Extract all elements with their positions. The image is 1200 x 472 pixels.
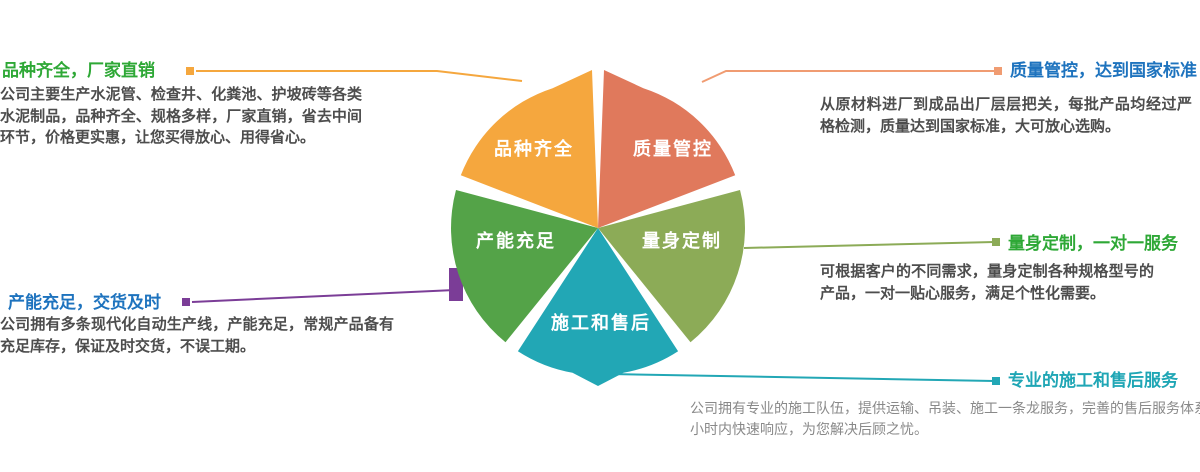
endpoint-top-right	[994, 67, 1002, 75]
petal-quality	[598, 70, 736, 228]
callout-title-top-right: 质量管控，达到国家标准	[1010, 61, 1197, 80]
petal-variety	[460, 70, 598, 228]
connector-left	[191, 289, 456, 303]
callout-body-right: 可根据客户的不同需求，量身定制各种规格型号的产品，一对一贴心服务，满足个性化需要…	[820, 263, 1154, 302]
callout-title-top-left: 品种齐全，厂家直销	[2, 61, 155, 80]
callout-title-right: 量身定制，一对一服务	[1008, 234, 1178, 253]
petal-label-capacity: 产能充足	[476, 230, 556, 251]
callout-title-bottom-right: 专业的施工和售后服务	[1008, 371, 1178, 390]
petal-label-service: 施工和售后	[551, 312, 651, 333]
connector-top-right	[701, 70, 996, 83]
connector-bottom-right	[609, 373, 995, 382]
petal-capacity	[451, 190, 598, 343]
footer-note-line1: 公司拥有专业的施工队伍，提供运输、吊装、施工一条龙服务，完善的售后服务体系，24	[690, 400, 1200, 416]
callout-body-top-left: 公司主要生产水泥管、检查井、化粪池、护坡砖等各类水泥制品，品种齐全、规格多样，厂…	[0, 86, 362, 146]
petal-service	[517, 228, 679, 386]
connector-top-left	[196, 70, 523, 82]
callout-body-left: 公司拥有多条现代化自动生产线，产能充足，常规产品备有充足库存，保证及时交货，不误…	[0, 316, 394, 355]
petal-label-quality: 质量管控	[633, 138, 713, 159]
endpoint-bottom-right	[992, 377, 1000, 385]
callout-body-top-right: 从原材料进厂到成品出厂层层把关，每批产品均经过严格检测，质量达到国家标准，大可放…	[820, 96, 1192, 135]
endpoint-top-left	[186, 67, 194, 75]
petal-label-custom: 量身定制	[642, 230, 722, 251]
connector-right	[743, 241, 995, 249]
callout-title-left: 产能充足，交货及时	[8, 293, 161, 312]
footer-note-line2: 小时内快速响应，为您解决后顾之忧。	[690, 421, 928, 437]
endpoint-right	[992, 238, 1000, 246]
petal-label-variety: 品种齐全	[494, 138, 574, 159]
petal-custom	[598, 190, 745, 343]
endpoint-left	[182, 298, 190, 306]
